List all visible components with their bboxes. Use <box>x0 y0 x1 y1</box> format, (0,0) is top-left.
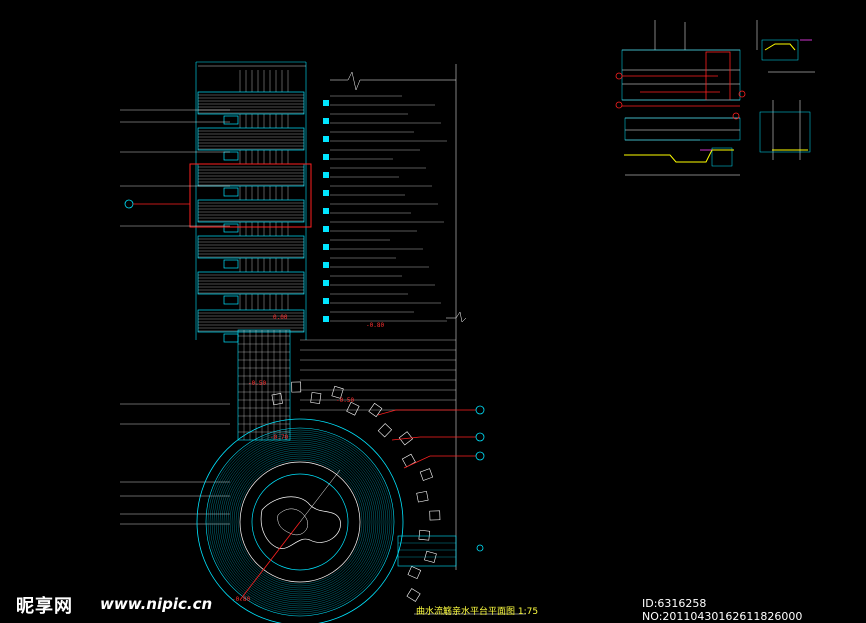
level-mark: 0.00 <box>273 314 288 321</box>
watermark-logo: 昵享网 <box>16 596 73 617</box>
boardwalk-plan <box>189 61 312 441</box>
watermark-id: ID:6316258 NO:20110430162611826000 <box>642 597 803 623</box>
level-mark: -0.70 <box>270 434 289 441</box>
level-mark: -0.50 <box>248 380 267 387</box>
level-mark: -0.80 <box>232 596 251 603</box>
watermark-url: www.nipic.cn <box>100 595 213 613</box>
water-lines <box>300 95 456 411</box>
section-details <box>615 20 815 176</box>
circular-plaza <box>196 418 404 623</box>
level-mark: -0.50 <box>336 397 355 404</box>
drawing-title: 曲水流觞亲水平台平面图 1:75 <box>416 607 539 617</box>
level-mark: -0.80 <box>366 322 385 329</box>
